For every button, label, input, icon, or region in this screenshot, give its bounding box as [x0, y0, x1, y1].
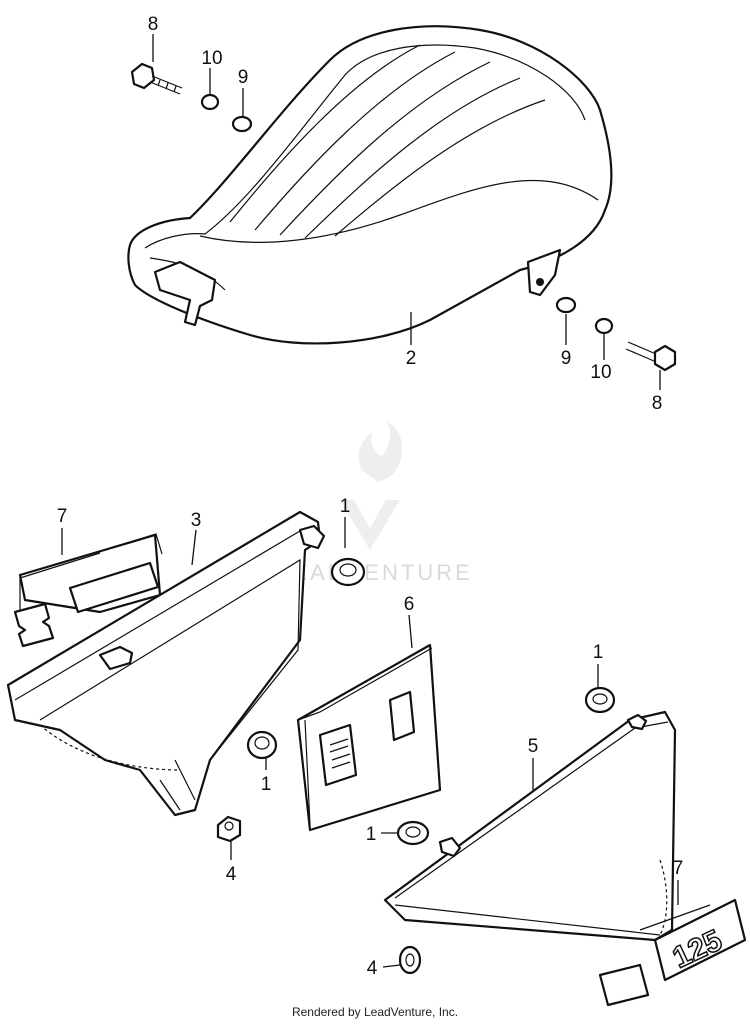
left-side-cover-part [6, 510, 326, 817]
tool-bag-part [296, 643, 442, 832]
callout-label: 1 [261, 774, 272, 795]
bolt-part-top-right [625, 341, 677, 372]
washer-part-top-right [555, 296, 577, 314]
callout-label: 4 [226, 864, 237, 885]
bolt-part-top-left [130, 62, 183, 95]
nut-part-top-left [200, 93, 220, 111]
callout-label: 7 [673, 858, 684, 879]
callout-label: 7 [57, 506, 68, 527]
grommet-part-upper [330, 557, 366, 587]
callout-label: 6 [404, 594, 415, 615]
washer-part-bottom [398, 945, 422, 975]
grommet-part-lower [396, 820, 430, 846]
callout-label: 10 [201, 48, 222, 69]
callout-label: 9 [238, 67, 249, 88]
left-decal-part [13, 533, 163, 648]
callout-label: 1 [340, 496, 351, 517]
watermark-text: LEADVENTURE [277, 560, 473, 585]
callout-label: 4 [367, 958, 378, 979]
washer-part-top-left [231, 115, 253, 133]
callout-label: 8 [148, 14, 159, 35]
nut-part-left-lower [216, 815, 242, 843]
callout-label: 9 [561, 348, 572, 369]
nut-part-top-right [594, 317, 614, 335]
grommet-part-middle [246, 730, 278, 760]
grommet-part-right [584, 686, 616, 714]
callout-label: 5 [528, 736, 539, 757]
callout-label: 10 [590, 362, 611, 383]
callout-label: 3 [191, 510, 202, 531]
callout-label: 1 [366, 824, 377, 845]
watermark-logo [340, 420, 403, 550]
callout-label: 1 [593, 642, 604, 663]
right-side-cover-part [383, 710, 677, 942]
seat-part [127, 25, 613, 345]
callout-label: 2 [406, 348, 417, 369]
callout-label: 8 [652, 393, 663, 414]
footer-credit: Rendered by LeadVenture, Inc. [292, 1005, 458, 1019]
